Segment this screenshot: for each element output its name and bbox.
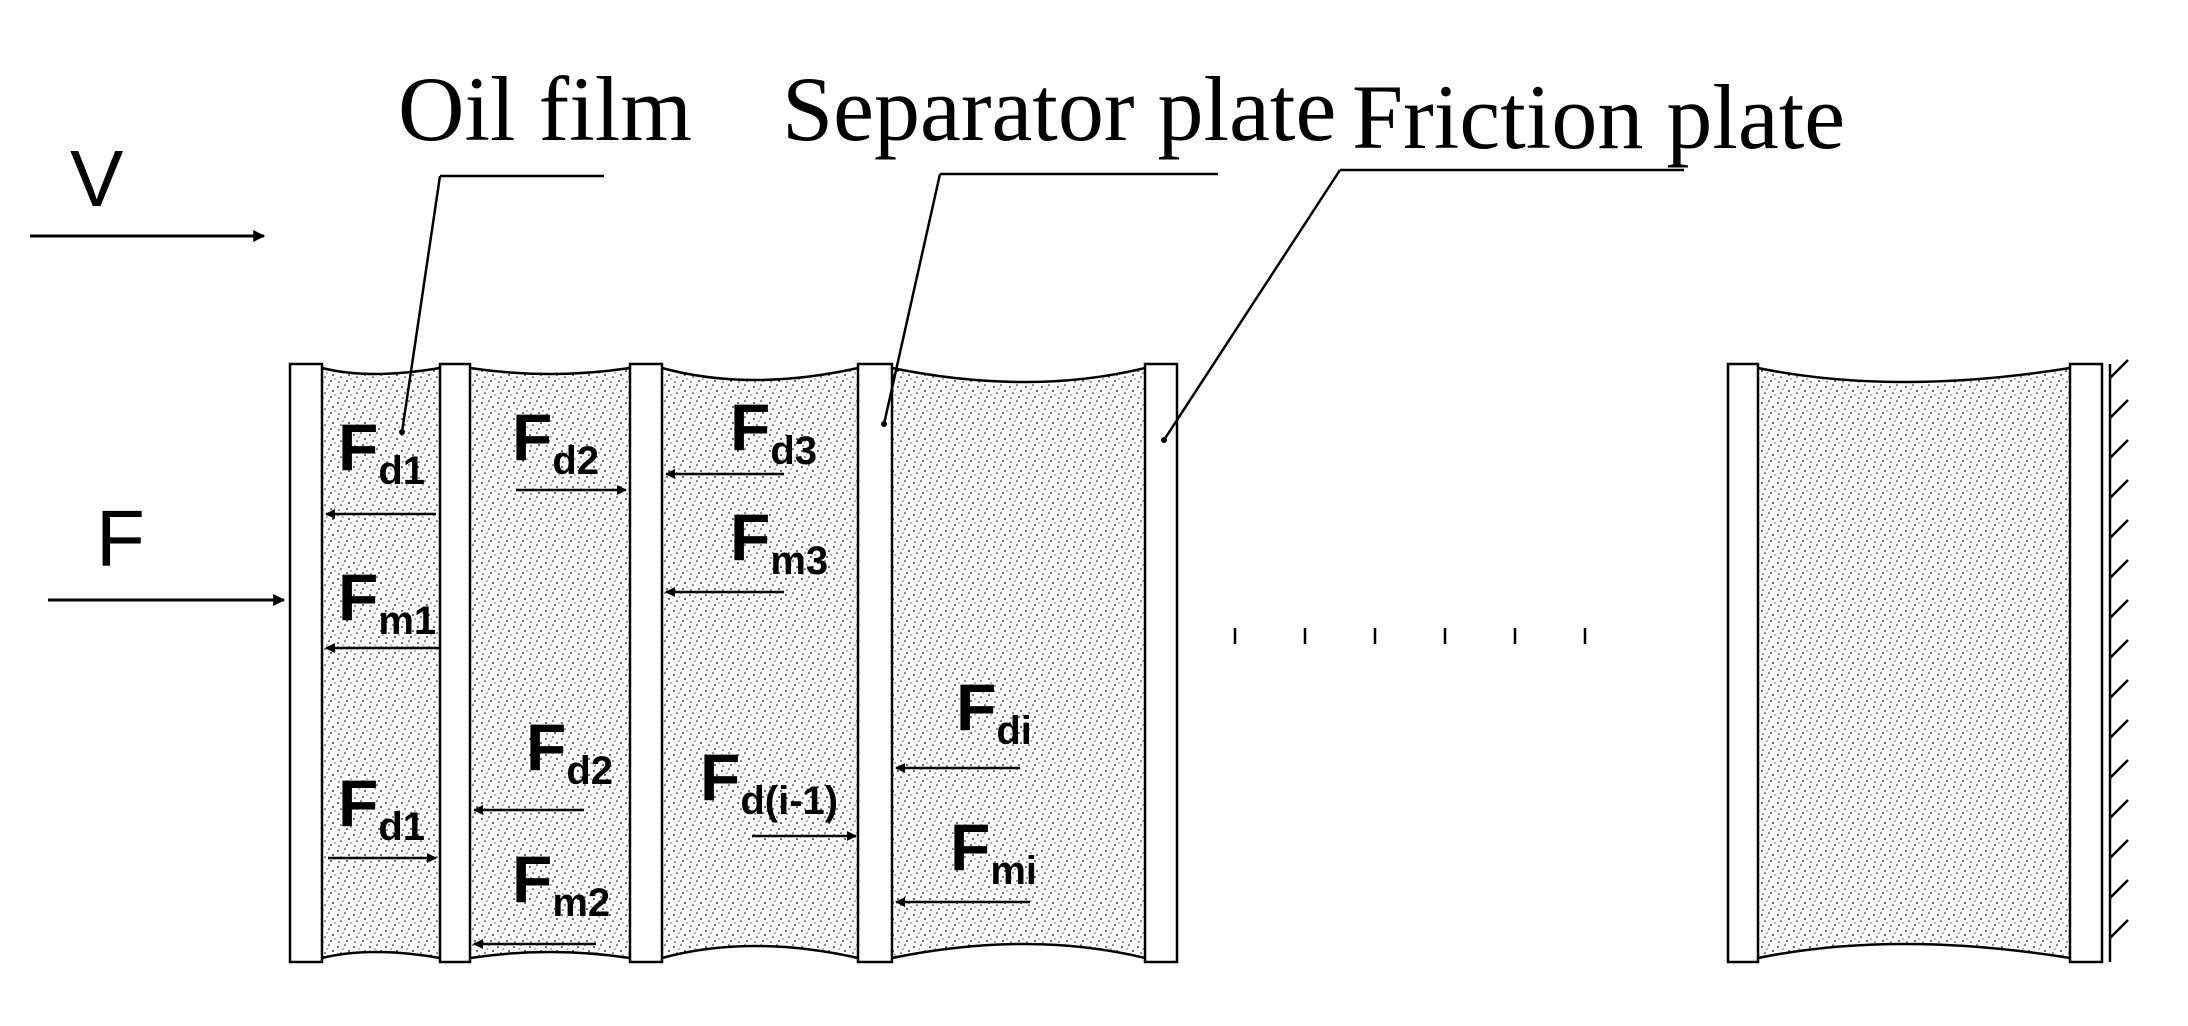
force-label-fm2: Fm2: [512, 842, 610, 925]
force-label-fd2-top: Fd2: [512, 400, 599, 483]
plate-3: [628, 362, 664, 964]
plate-2: [438, 362, 472, 964]
force-label-fd1-top: Fd1: [338, 410, 425, 493]
separator-plate-label: Separator plate: [782, 58, 1336, 160]
force-label-fdi: Fdi: [956, 670, 1032, 753]
velocity-symbol: V: [70, 134, 124, 223]
oil-film-layers: [321, 366, 2071, 960]
force-label-fd-i-1: Fd(i-1): [700, 740, 838, 823]
pressure-plate: [288, 362, 324, 964]
last-plate-right: [2068, 362, 2104, 964]
friction-plate: [1143, 362, 1179, 964]
last-plate-left: [1726, 362, 1760, 964]
fixed-wall-hatch: [2108, 359, 2129, 962]
inputs: V F: [30, 134, 286, 606]
separator-plate: [856, 362, 894, 964]
oil-film-label: Oil film: [398, 58, 692, 160]
force-label-fd3: Fd3: [730, 390, 817, 473]
force-label-fm1: Fm1: [338, 560, 436, 643]
force-label-fm3: Fm3: [730, 500, 828, 583]
force-label-fmi: Fmi: [950, 810, 1037, 893]
ellipsis-ticks: [1233, 628, 1587, 644]
callouts: Oil film Separator plate Friction plate: [398, 58, 1845, 443]
plates: [288, 362, 2104, 964]
force-symbol: F: [96, 494, 145, 583]
force-label-fd2-bottom: Fd2: [526, 710, 613, 793]
friction-plate-label: Friction plate: [1352, 66, 1845, 168]
internal-forces: Fd1 Fm1 Fd1 Fd2 Fd2 Fm2 Fd3 Fm3 Fd(i-1) …: [325, 390, 1037, 949]
force-label-fd1-bottom: Fd1: [338, 766, 425, 849]
